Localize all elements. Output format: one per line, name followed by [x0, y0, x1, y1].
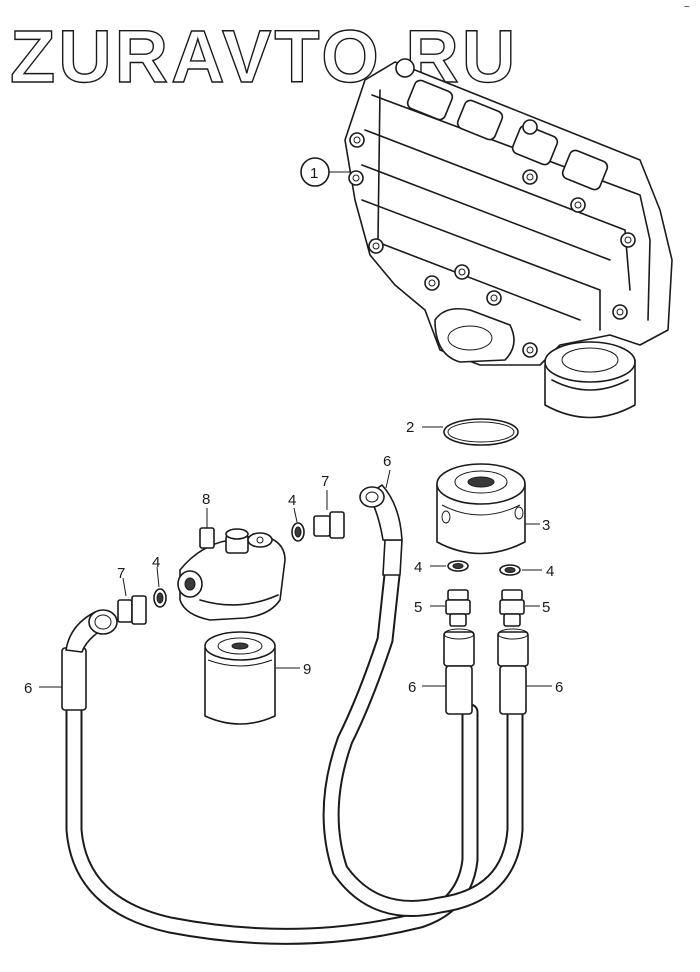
washer-4-upper — [291, 522, 305, 542]
part-2-o-ring — [443, 418, 519, 446]
callout-6-top-hose: 6 — [383, 453, 391, 470]
union-5-left — [445, 589, 471, 627]
nipple-7-upper — [313, 511, 345, 539]
hose-fitting-left — [61, 609, 118, 711]
hose-lines — [65, 566, 524, 945]
callout-4-lower: 4 — [152, 554, 160, 571]
callout-9: 9 — [303, 661, 311, 678]
corner-mark: ~ — [684, 2, 690, 13]
part-1-cylinder-head — [344, 58, 673, 419]
callout-3: 3 — [542, 517, 550, 534]
callout-4-adapter-left: 4 — [414, 559, 422, 576]
hose-fitting-top — [359, 484, 403, 576]
part-8-filter-head — [177, 527, 286, 621]
nipple-7-lower — [117, 595, 147, 625]
callout-1: 1 — [310, 165, 318, 182]
washer-4-left — [447, 560, 469, 572]
callout-7-lower: 7 — [117, 565, 125, 582]
callout-5-right: 5 — [542, 599, 550, 616]
callout-8: 8 — [202, 491, 210, 508]
part-3-filter-adapter — [436, 463, 526, 555]
hose-fitting-mid-left — [443, 628, 475, 715]
washer-4-right — [499, 564, 521, 576]
callout-4-upper: 4 — [288, 492, 296, 509]
callout-5-left: 5 — [414, 599, 422, 616]
callout-6-left-hose: 6 — [24, 680, 32, 697]
washer-4-lower — [153, 588, 167, 608]
callout-4-adapter-right: 4 — [546, 563, 554, 580]
union-5-right — [499, 589, 525, 627]
callout-6-mid-right: 6 — [555, 679, 563, 696]
hose-fitting-mid-right — [497, 628, 529, 715]
watermark-text: ZURAVTO.RU — [10, 15, 518, 98]
callout-7-upper: 7 — [321, 473, 329, 490]
callout-2: 2 — [406, 419, 414, 436]
part-9-oil-filter — [204, 631, 276, 725]
callout-6-mid-left: 6 — [408, 679, 416, 696]
